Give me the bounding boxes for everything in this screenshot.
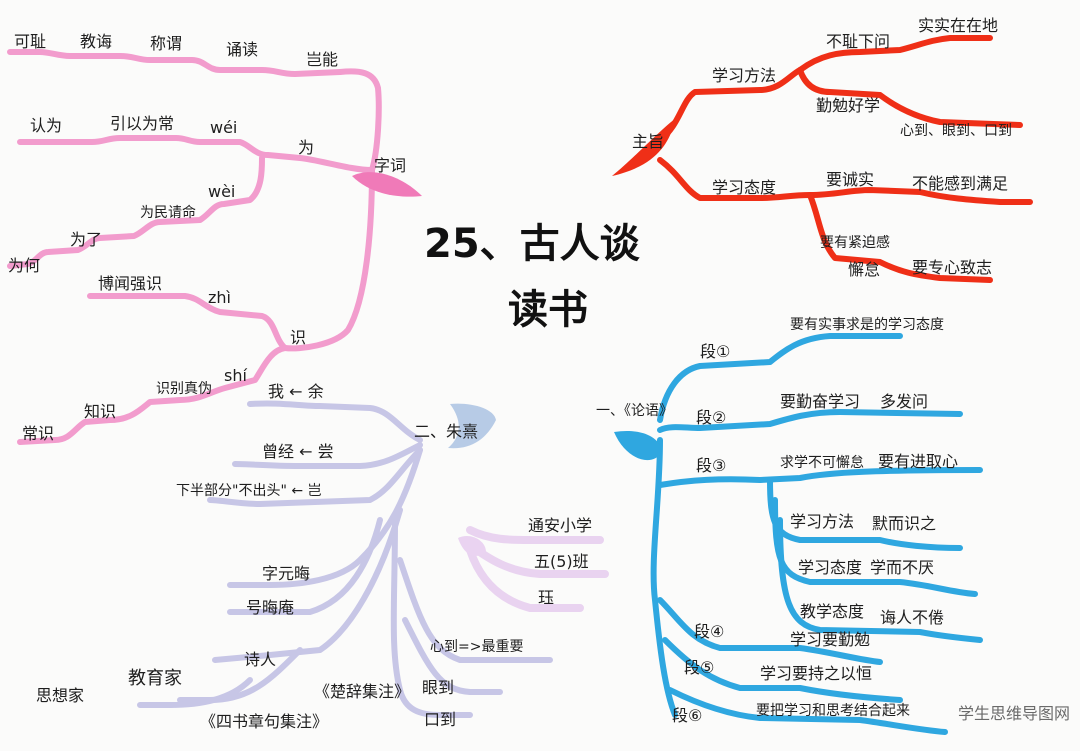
lavender-sixiangjia: 思想家 (36, 686, 85, 705)
blue-duan4-leaf: 学习要勤勉 (790, 630, 871, 649)
red-method-a-leaf: 实实在在地 (918, 16, 999, 35)
red-root-blob (612, 118, 676, 176)
lavender-root-blob (448, 403, 496, 449)
blue-duan3-sub-2-val: 诲人不倦 (880, 608, 945, 627)
pink-shi-word-0: 识别真伪 (156, 381, 212, 397)
red-branch-lines (657, 35, 1033, 283)
pink-wei2-word-2: 为何 (8, 256, 41, 275)
blue-duan6-leaf: 要把学习和思考结合起来 (756, 703, 910, 719)
blue-duan1: 段① (700, 342, 731, 361)
pink-wei2-word-1: 为了 (70, 230, 103, 249)
pink-wei1-reading: wéi (210, 118, 238, 137)
pink-shi: 识 (290, 328, 307, 347)
blue-duan6: 段⑥ (672, 706, 703, 725)
blue-duan5: 段⑤ (684, 658, 715, 677)
lavender-hao: 号晦庵 (246, 598, 295, 617)
author-class: 五(5)班 (534, 552, 589, 571)
pink-zhi-word: 博闻强识 (98, 274, 163, 293)
red-root-label: 主旨 (632, 132, 665, 151)
lavender-root-label: 二、朱熹 (414, 422, 479, 441)
red-att-a-leaf: 不能感到满足 (912, 174, 1009, 193)
red-method: 学习方法 (712, 66, 777, 85)
lavender-shiren: 诗人 (244, 650, 277, 669)
pink-row1-word-0: 可耻 (14, 32, 47, 51)
pink-row1-word-2: 称谓 (150, 34, 183, 53)
author-root-blob (458, 535, 486, 556)
blue-duan3-sub-2-key: 教学态度 (800, 602, 865, 621)
lavender-zi: 字元晦 (262, 564, 311, 583)
red-att-b: 要有紧迫感 (820, 235, 890, 251)
pink-wei: 为 (298, 138, 315, 157)
watermark-text: 学生思维导图网 (958, 704, 1071, 723)
pink-wei1-word-1: 引以为常 (110, 114, 175, 133)
red-att-c-leaf: 要专心致志 (912, 258, 993, 277)
pink-wei2-reading: wèi (208, 182, 236, 201)
pink-row1-word-3: 诵读 (226, 40, 259, 59)
pink-root-label: 字词 (374, 156, 407, 175)
red-method-b: 勤勉好学 (816, 96, 881, 115)
pink-shi-word-1: 知识 (84, 402, 117, 421)
pink-wei1-word-0: 认为 (30, 116, 63, 135)
pink-keneng: 岂能 (306, 50, 339, 69)
lavender-qi: 下半部分"不出头" ← 岂 (176, 483, 322, 499)
lavender-xindao: 心到=>最重要 (430, 639, 524, 655)
blue-duan4: 段④ (694, 622, 725, 641)
red-att-a: 要诚实 (826, 170, 875, 189)
lavender-sishu: 《四书章句集注》 (200, 712, 329, 731)
red-att-c: 懈怠 (848, 260, 881, 279)
blue-duan3-a: 求学不可懈怠 (780, 455, 864, 471)
lavender-yandao: 眼到 (422, 678, 455, 697)
red-method-a: 不耻下问 (826, 32, 891, 51)
blue-duan2-b: 多发问 (880, 392, 929, 411)
pink-wei2-word-0: 为民请命 (140, 205, 196, 221)
lavender-koudao: 口到 (424, 710, 457, 729)
lavender-chang: 曾经 ← 尝 (262, 442, 334, 461)
blue-duan1-leaf: 要有实事求是的学习态度 (790, 317, 944, 333)
blue-duan3-b: 要有进取心 (878, 452, 959, 471)
blue-duan3-sub-0-key: 学习方法 (790, 512, 855, 531)
blue-root-label: 一、《论语》 (596, 403, 673, 419)
blue-duan2-a: 要勤奋学习 (780, 392, 861, 411)
blue-duan3-sub-1-key: 学习态度 (798, 558, 863, 577)
red-method-b-leaf: 心到、眼到、口到 (900, 123, 1012, 139)
lavender-chuci: 《楚辞集注》 (314, 682, 411, 701)
pink-root-blob (352, 172, 422, 197)
blue-duan3-sub-0-val: 默而识之 (872, 514, 937, 533)
pink-shi-word-2: 常识 (22, 424, 55, 443)
pink-branch-lines (7, 49, 382, 445)
lavender-yu: 我 ← 余 (268, 382, 324, 401)
lavender-jiaoyujia: 教育家 (128, 668, 182, 689)
map-title-line1: 25、古人谈 (424, 221, 640, 267)
author-name: 珏 (538, 588, 555, 607)
pink-zhi-reading: zhì (208, 288, 231, 307)
blue-branch-lines (650, 333, 983, 735)
blue-duan3-sub-1-val: 学而不厌 (870, 558, 935, 577)
blue-duan3: 段③ (696, 456, 727, 475)
pink-row1-word-1: 教诲 (80, 32, 113, 51)
blue-duan2: 段② (696, 408, 727, 427)
blue-duan5-leaf: 学习要持之以恒 (760, 664, 873, 683)
red-attitude: 学习态度 (712, 178, 777, 197)
pink-shi-reading: shí (224, 366, 247, 385)
lavender-branch-lines (137, 400, 553, 718)
map-title-line2: 读书 (508, 287, 588, 333)
blue-root-blob (614, 430, 662, 461)
author-school: 通安小学 (528, 516, 593, 535)
